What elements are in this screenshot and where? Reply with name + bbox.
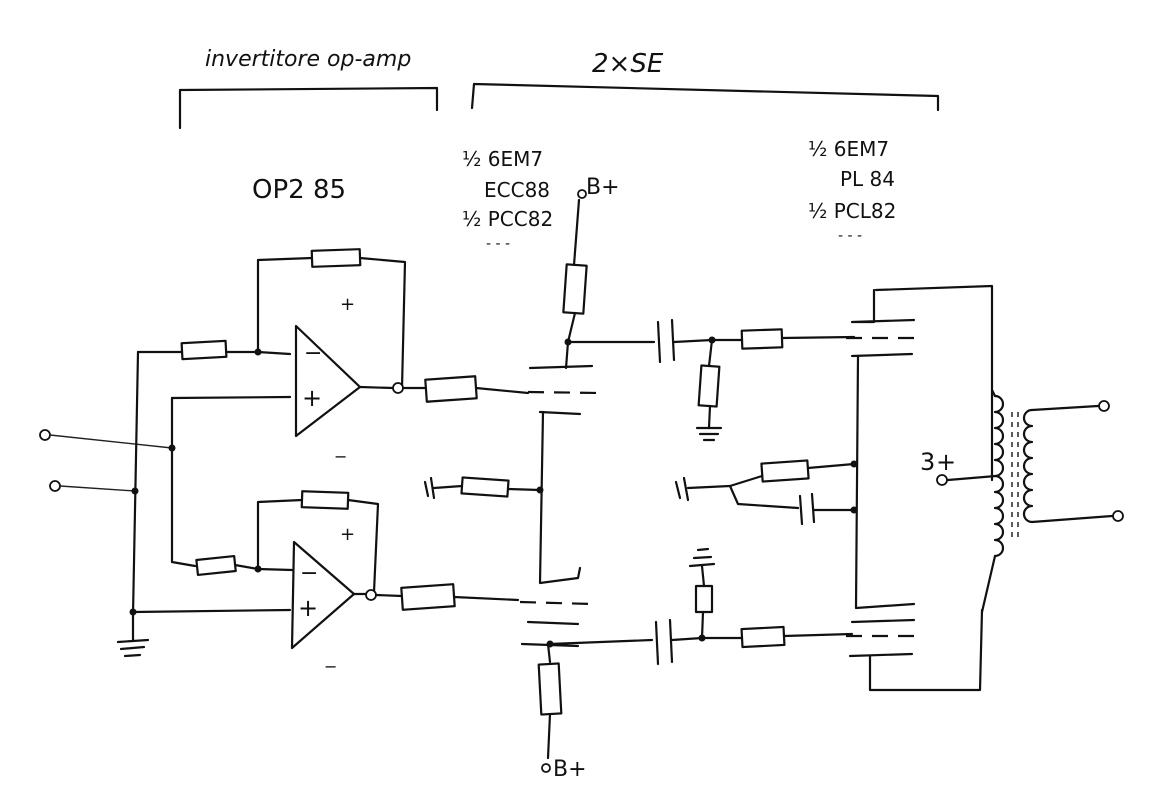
ground-rail <box>131 350 292 642</box>
opamp-bottom: − + + − <box>290 524 356 676</box>
grid-leak-resistor-bottom <box>694 584 714 614</box>
coupling-capacitor-top <box>656 318 676 364</box>
output-tube-bottom <box>846 608 984 692</box>
resistor-input-top <box>180 339 228 361</box>
signal-rail <box>170 396 197 568</box>
input-terminal-b <box>49 480 61 492</box>
bplus-trafo-plus: + <box>936 448 956 476</box>
opamp-bottom-supply-minus: − <box>324 657 337 676</box>
output-tube-list: ½ 6EM7 PL 84 ½ PCL82 - - - <box>808 137 896 244</box>
bplus-bottom-terminal <box>541 763 551 773</box>
speaker-terminal-cold <box>1112 510 1124 522</box>
input-terminal-a <box>39 429 51 441</box>
output-tube-label: PL 84 <box>840 167 895 191</box>
output-tube-top <box>846 284 994 610</box>
opamp-part-label: OP2 85 <box>252 175 346 205</box>
plate-resistor-bottom <box>537 662 563 716</box>
ground-symbol-input <box>116 638 150 658</box>
driver-tube-label: ECC88 <box>484 178 550 202</box>
opamp-top: − + + − <box>294 294 362 466</box>
coupling-capacitor-bottom <box>654 618 674 666</box>
bracket-se <box>470 82 940 112</box>
output-cathode-capacitor <box>798 492 816 526</box>
opamp-bottom-supply-plus: + <box>340 524 355 545</box>
opamp-top-supply-minus: − <box>334 447 347 466</box>
resistor-feedback-bottom <box>300 490 350 510</box>
output-tube-label: - - - <box>838 228 862 244</box>
bplus-top-label: B+ <box>586 175 620 200</box>
opamp-bottom-output-node <box>365 589 377 601</box>
driver-tube-label: ½ PCC82 <box>462 207 553 231</box>
output-tube-label: ½ 6EM7 <box>808 137 889 161</box>
plate-resistor-top <box>562 263 588 315</box>
input-wire-a <box>49 434 173 449</box>
bplus-bottom-label: B+ <box>553 757 587 782</box>
opamp-top-plus: + <box>302 384 322 412</box>
opamp-top-supply-plus: + <box>340 294 355 315</box>
driver-cathode-bypass <box>423 476 436 500</box>
opamp-bottom-minus: − <box>300 561 318 586</box>
speaker-terminal-hot <box>1098 400 1110 412</box>
bracket-opamp <box>178 86 439 130</box>
bplus-trafo-label: 3 <box>920 448 935 476</box>
resistor-feedback-top <box>310 248 362 268</box>
grid-leak-resistor-top <box>697 364 721 408</box>
section-label-opamp: invertitore op-amp <box>205 47 411 72</box>
driver-cathode-resistor <box>460 476 510 498</box>
driver-tube-list: ½ 6EM7 ECC88 ½ PCC82 - - - <box>462 147 553 252</box>
output-transformer <box>993 394 1114 558</box>
output-cathode-resistor <box>760 459 810 483</box>
driver-tube-label: - - - <box>486 236 510 252</box>
ground-symbol-grid-bottom <box>688 547 716 568</box>
resistor-input-bottom <box>195 554 237 577</box>
output-tube-label: ½ PCL82 <box>808 199 896 223</box>
driver-triode-top <box>527 364 601 585</box>
driver-tube-label: ½ 6EM7 <box>462 147 543 171</box>
input-wire-b <box>59 485 136 492</box>
ground-symbol-grid-top <box>695 426 723 442</box>
resistor-grid-stopper-top <box>424 375 478 403</box>
grid-stopper-output-top <box>740 328 784 350</box>
opamp-bottom-plus: + <box>298 594 318 622</box>
output-cathode-bypass-left <box>674 476 690 502</box>
driver-triode-bottom <box>519 600 593 648</box>
section-label-se: 2×SE <box>592 49 664 79</box>
opamp-top-output-node <box>392 382 404 394</box>
bplus-trafo-terminal <box>936 474 948 486</box>
resistor-grid-stopper-bottom <box>400 583 456 611</box>
grid-stopper-output-bottom <box>740 625 786 649</box>
opamp-top-minus: − <box>304 341 322 366</box>
bplus-top-terminal <box>577 189 587 199</box>
